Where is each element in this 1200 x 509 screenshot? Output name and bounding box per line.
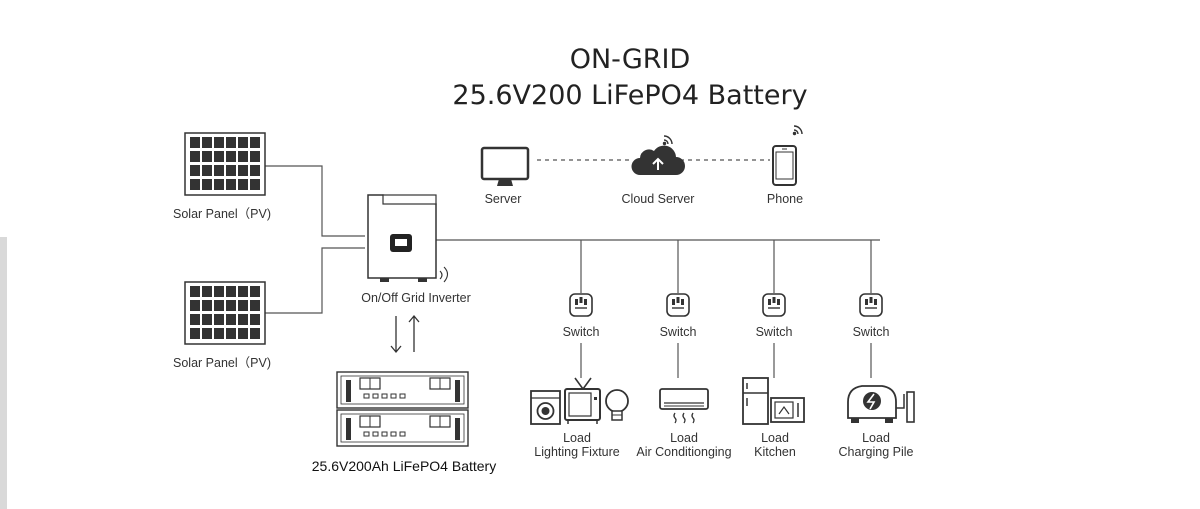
inverter-icon (367, 194, 449, 283)
load-label-4: Load (862, 431, 890, 445)
phone-label: Phone (767, 192, 803, 206)
switch-label-1: Switch (563, 325, 600, 339)
cloud-server-label: Cloud Server (622, 192, 695, 206)
cloud-server-icon (631, 145, 685, 175)
solar-panel-label-top: Solar Panel（PV) (173, 207, 271, 221)
refrigerator-icon (742, 377, 769, 425)
load-name-1: Lighting Fixture (534, 445, 620, 459)
load-name-3: Kitchen (754, 445, 796, 459)
switch-label-2: Switch (660, 325, 697, 339)
wifi-icon (662, 135, 673, 146)
microwave-icon (770, 397, 805, 423)
solar-panel-icon (184, 281, 266, 345)
battery-stack-icon (336, 371, 469, 447)
load-name-2: Air Conditionging (636, 445, 731, 459)
inverter-label: On/Off Grid Inverter (361, 291, 471, 305)
wifi-icon (792, 125, 803, 136)
phone-icon (772, 145, 797, 186)
server-monitor-icon (480, 146, 530, 186)
switch-icon (569, 293, 593, 317)
title-line-1: ON-GRID (570, 44, 691, 75)
solar-panel-icon (184, 132, 266, 196)
switch-icon (762, 293, 786, 317)
washing-machine-icon (530, 390, 561, 425)
switch-icon (859, 293, 883, 317)
wiring (265, 165, 880, 378)
load-label-3: Load (761, 431, 789, 445)
switch-icon (666, 293, 690, 317)
switch-label-4: Switch (853, 325, 890, 339)
switch-label-3: Switch (756, 325, 793, 339)
tv-icon (564, 377, 601, 424)
load-label-1: Load (563, 431, 591, 445)
title-line-2: 25.6V200 LiFePO4 Battery (452, 80, 807, 111)
load-name-4: Charging Pile (838, 445, 913, 459)
server-label: Server (485, 192, 522, 206)
charge-arrows-icon (390, 314, 420, 354)
solar-panel-label-bottom: Solar Panel（PV) (173, 356, 271, 370)
load-label-2: Load (670, 431, 698, 445)
battery-label: 25.6V200Ah LiFePO4 Battery (312, 458, 496, 474)
wire-top-panel (265, 165, 365, 237)
wire-bottom-panel (265, 247, 365, 314)
light-bulb-icon (605, 389, 629, 421)
air-conditioner-icon (659, 388, 709, 424)
left-edge-bar (0, 237, 7, 509)
charging-pile-icon (847, 385, 915, 423)
